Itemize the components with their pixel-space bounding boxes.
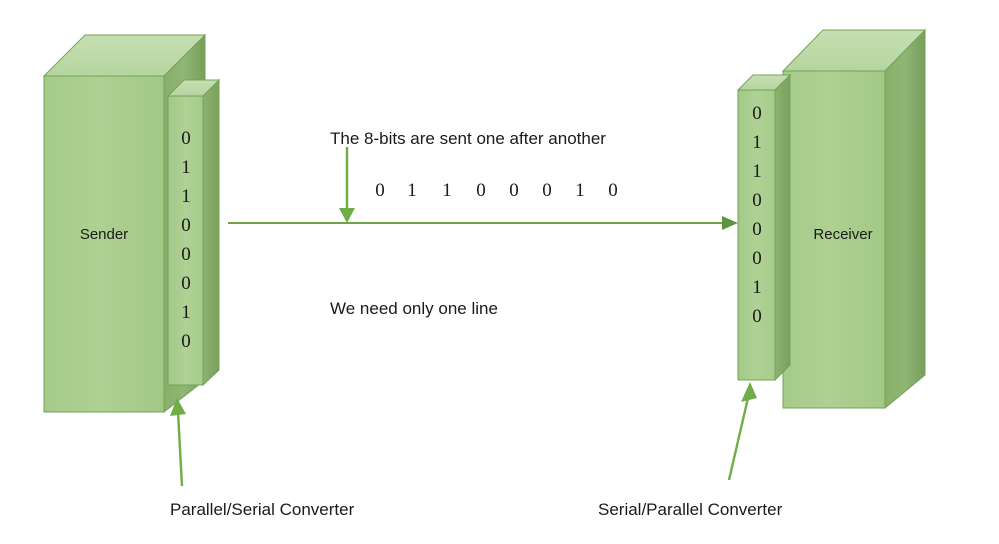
sender-bit-4: 0 (181, 244, 191, 265)
serial-line-group (228, 216, 738, 230)
sender-bit-0: 0 (181, 128, 191, 149)
sender-converter-callout: Parallel/Serial Converter (170, 398, 355, 519)
serial-bit-6: 1 (575, 180, 585, 201)
receiver-converter-callout: Serial/Parallel Converter (598, 382, 783, 519)
receiver-box-side-face (884, 28, 926, 410)
serial-bit-stream: 0 1 1 0 0 0 1 0 (375, 180, 618, 201)
receiver-bit-7: 0 (752, 306, 762, 327)
sender-converter-label: Parallel/Serial Converter (170, 500, 355, 519)
sender-bit-1: 1 (181, 157, 191, 178)
arrow-down-icon (339, 208, 355, 223)
sender-bit-3: 0 (181, 215, 191, 236)
receiver-bit-6: 1 (752, 277, 762, 298)
sender-bit-2: 1 (181, 186, 191, 207)
one-line-annotation: We need only one line (330, 299, 498, 318)
serial-bit-0: 0 (375, 180, 385, 201)
receiver-box-front-face (782, 70, 886, 409)
sender-bit-6: 1 (181, 302, 191, 323)
receiver-label: Receiver (813, 226, 872, 243)
receiver-converter-arrow-shaft (727, 397, 750, 481)
serial-bit-1: 1 (407, 180, 417, 201)
serial-bit-2: 1 (442, 180, 452, 201)
serial-bit-4: 0 (509, 180, 519, 201)
receiver-bit-2: 1 (752, 161, 762, 182)
sender-box-front-face (43, 75, 165, 413)
serial-bit-3: 0 (476, 180, 486, 201)
serial-bit-7: 0 (608, 180, 618, 201)
receiver-bit-0: 0 (752, 103, 762, 124)
sender-bit-column-side-face (202, 78, 220, 387)
receiver-block: Receiver 0 1 1 0 0 0 1 0 (736, 28, 927, 410)
receiver-bit-1: 1 (752, 132, 762, 153)
receiver-bit-5: 0 (752, 248, 762, 269)
sender-label: Sender (80, 226, 128, 243)
receiver-converter-arrow-up-icon (741, 382, 757, 402)
sender-converter-arrow-shaft (176, 411, 184, 487)
sender-bit-7: 0 (181, 331, 191, 352)
sender-converter-arrow-up-icon (170, 398, 186, 416)
serial-transmission-annotation: The 8-bits are sent one after another (330, 129, 606, 148)
sender-bit-column-front-face (167, 95, 204, 386)
sender-block: Sender 0 1 1 0 0 0 1 0 (42, 33, 221, 414)
receiver-bit-3: 0 (752, 190, 762, 211)
arrow-right-icon (722, 216, 738, 230)
annotation-down-arrow-group (339, 147, 355, 223)
receiver-converter-label: Serial/Parallel Converter (598, 500, 783, 519)
receiver-bit-column-front-face (737, 89, 776, 381)
receiver-bit-4: 0 (752, 219, 762, 240)
serial-bit-5: 0 (542, 180, 552, 201)
sender-bit-5: 0 (181, 273, 191, 294)
receiver-bit-column-side-face (774, 73, 791, 382)
